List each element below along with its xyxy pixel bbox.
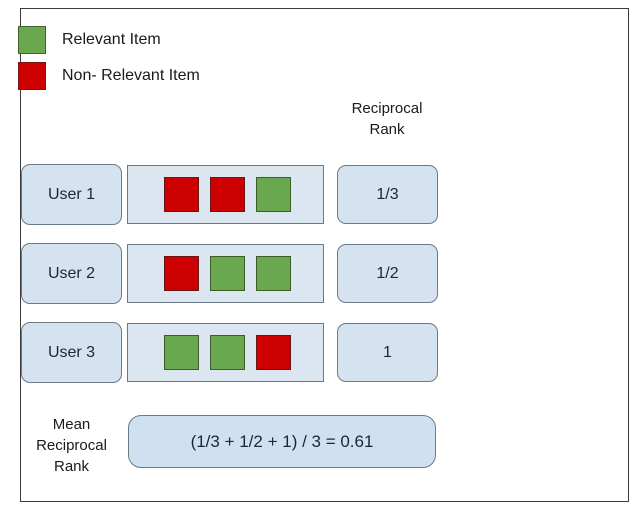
column-header-line-1: Reciprocal [351, 100, 423, 117]
column-header-reciprocal-rank: Reciprocal Rank [327, 98, 447, 140]
mean-reciprocal-rank-formula-box: (1/3 + 1/2 + 1) / 3 = 0.61 [128, 415, 436, 468]
mean-reciprocal-rank-label: Mean Reciprocal Rank [21, 414, 122, 477]
ranked-item-relevant [210, 256, 245, 291]
reciprocal-rank-value-box: 1/2 [337, 244, 438, 303]
ranked-item-non-relevant [210, 177, 245, 212]
user-label-box: User 3 [21, 322, 122, 383]
user-label-box: User 2 [21, 243, 122, 304]
mrr-label-line-2: Reciprocal [36, 437, 107, 454]
legend-label-non-relevant: Non- Relevant Item [62, 67, 200, 84]
ranked-item-relevant [210, 335, 245, 370]
ranked-items-container [127, 323, 324, 382]
reciprocal-rank-value-box: 1/3 [337, 165, 438, 224]
red-square-swatch-icon [18, 62, 46, 90]
column-header-line-2: Rank [369, 121, 405, 138]
user-label-box: User 1 [21, 164, 122, 225]
table-row: User 1 1/3 [21, 164, 441, 225]
reciprocal-rank-value-box: 1 [337, 323, 438, 382]
ranked-items-container [127, 165, 324, 224]
legend-item-relevant: Relevant Item [18, 22, 318, 58]
ranked-item-non-relevant [164, 177, 199, 212]
ranked-item-relevant [256, 177, 291, 212]
table-row: User 3 1 [21, 322, 441, 383]
legend: Relevant Item Non- Relevant Item [18, 22, 318, 94]
table-row: User 2 1/2 [21, 243, 441, 304]
legend-label-relevant: Relevant Item [62, 31, 161, 48]
mrr-label-line-3: Rank [53, 458, 90, 475]
ranked-item-relevant [256, 256, 291, 291]
green-square-swatch-icon [18, 26, 46, 54]
mrr-label-line-1: Mean [52, 416, 91, 433]
ranked-item-non-relevant [256, 335, 291, 370]
ranked-item-non-relevant [164, 256, 199, 291]
legend-item-non-relevant: Non- Relevant Item [18, 58, 318, 94]
ranked-item-relevant [164, 335, 199, 370]
ranked-items-container [127, 244, 324, 303]
